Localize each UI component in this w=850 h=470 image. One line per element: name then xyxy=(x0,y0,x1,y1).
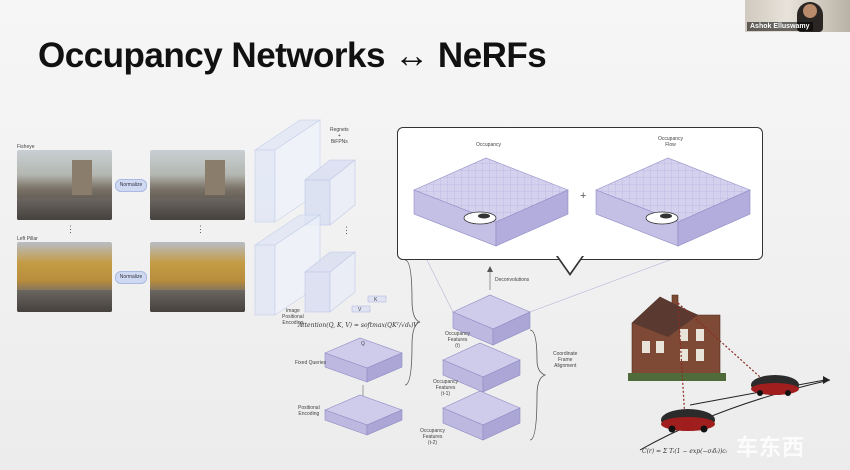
occupancy-flow-label: Occupancy Flow xyxy=(658,136,684,148)
occupancy-features-t-block xyxy=(452,294,531,346)
normalize-pill-2: Normalize xyxy=(115,271,147,284)
deconvolutions-label: Deconvolutions xyxy=(495,277,530,283)
camera-ray xyxy=(677,302,761,378)
normalize-pill-1: Normalize xyxy=(115,179,147,192)
slide-title: Occupancy Networks ↔ NeRFs xyxy=(38,36,547,75)
fisheye-label: Fisheye xyxy=(17,144,35,150)
occupancy-features-t-label: Occupancy Features (t) xyxy=(445,331,471,349)
bracket xyxy=(404,259,421,386)
ellipsis-mid: ⋮ xyxy=(196,224,205,234)
car-icon xyxy=(645,211,679,225)
positional-encoding-block xyxy=(324,394,403,436)
k-label: K xyxy=(374,297,378,303)
image-pe-label: Image Positional Encoding xyxy=(282,308,304,326)
backbone-stack-bottom xyxy=(254,214,356,316)
building-shape xyxy=(205,160,225,195)
car-icon xyxy=(661,409,715,433)
occupancy-grid xyxy=(413,157,569,247)
speaker-name: Ashok Elluswamy xyxy=(747,22,813,31)
occupancy-features-t2-label: Occupancy Features (t-2) xyxy=(420,428,446,446)
speaker-webcam: Ashok Elluswamy xyxy=(745,0,850,32)
road-shape xyxy=(17,290,112,312)
occupancy-features-t1-label: Occupancy Features (t-1) xyxy=(433,379,459,397)
attention-formula: Attention(Q, K, V) = softmax(QKᵀ/√dₖ)V xyxy=(298,322,418,329)
coord-bracket xyxy=(529,329,547,441)
fixed-queries-label: Fixed Queries xyxy=(295,360,327,366)
house-icon xyxy=(628,294,726,381)
car-window xyxy=(478,213,490,219)
car-window xyxy=(660,213,672,219)
q-label: Q xyxy=(361,341,365,347)
building-shape xyxy=(72,160,92,195)
nerf-scene xyxy=(620,285,850,470)
plus-sign: + xyxy=(580,190,587,202)
regnets-label: Regnets + BiFPNs xyxy=(330,127,349,145)
road-shape xyxy=(17,198,112,220)
k-block xyxy=(367,295,387,303)
car-icon xyxy=(463,211,497,225)
backbone-stack-top xyxy=(254,119,356,226)
ray-arrow-head xyxy=(823,376,830,384)
callout-pointer-fill xyxy=(558,256,582,273)
coordinate-alignment-label: Coordinate Frame Alignment xyxy=(553,351,578,369)
road-shape xyxy=(150,198,245,220)
callout-grids xyxy=(413,157,751,247)
v-label: V xyxy=(358,307,362,313)
occupancy-label: Occupancy xyxy=(476,142,502,148)
watermark-logo: 车东西 xyxy=(736,436,806,461)
deconv-arrow-head xyxy=(487,266,493,272)
car-icon xyxy=(751,375,799,396)
camera-ray xyxy=(677,302,686,421)
left-pillar-normalized-image xyxy=(150,242,245,312)
fixed-queries-block xyxy=(324,337,403,383)
left-pillar-label: Left Pillar xyxy=(17,236,38,242)
speaker-face xyxy=(803,4,817,18)
trajectory-curve xyxy=(639,379,831,451)
left-pillar-image xyxy=(17,242,112,312)
output-callout: Occupancy Occupancy Flow + xyxy=(397,127,763,260)
road-shape xyxy=(150,290,245,312)
positional-encoding-label: Positional Encoding xyxy=(298,405,320,417)
ellipsis-backbone: ⋮ xyxy=(342,225,351,235)
nerf-scene-svg xyxy=(628,294,831,451)
ellipsis-left: ⋮ xyxy=(66,224,75,234)
occupancy-flow-grid xyxy=(595,157,751,247)
v-block xyxy=(351,305,371,313)
occupancy-features-t1-block xyxy=(442,342,521,393)
fisheye-normalized-image xyxy=(150,150,245,220)
nerf-rendering-formula: Ĉ(r) = Σ Tᵢ(1 − exp(−σᵢδᵢ))cᵢ xyxy=(642,448,727,455)
fisheye-image xyxy=(17,150,112,220)
occupancy-features-t2-block xyxy=(442,390,521,441)
